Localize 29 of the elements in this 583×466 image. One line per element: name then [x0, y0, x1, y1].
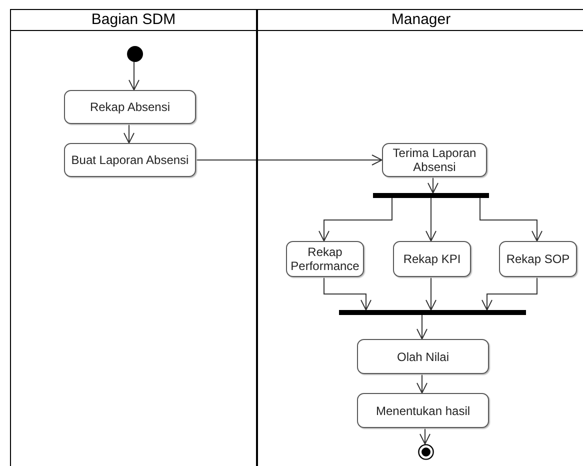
activity-box: Menentukan hasil: [357, 393, 489, 428]
arrow: [482, 276, 538, 310]
activity-box: Rekap SOP: [499, 241, 577, 277]
activity-box: Rekap KPI: [393, 241, 471, 277]
activity-box: Buat Laporan Absensi: [64, 143, 196, 177]
activity-box: Rekap Absensi: [64, 90, 196, 124]
end-node: [418, 444, 434, 460]
arrow: [426, 276, 436, 310]
arrow: [196, 154, 382, 166]
lane-title: Bagian SDM: [90, 10, 177, 30]
sync-bar: [373, 193, 489, 198]
activity-box: Rekap Performance: [286, 241, 364, 277]
swimlane: [10, 9, 257, 466]
arrow: [426, 198, 436, 242]
swimlane: [257, 9, 583, 466]
start-node: [127, 46, 143, 62]
arrow: [416, 314, 428, 340]
arrow: [480, 198, 542, 242]
activity-box: Olah Nilai: [357, 339, 489, 374]
arrow: [428, 176, 438, 194]
lane-title: Manager: [390, 10, 452, 30]
arrow: [324, 276, 372, 310]
arrow: [420, 428, 430, 444]
arrow: [128, 62, 140, 90]
sync-bar: [339, 310, 526, 315]
arrow: [318, 198, 392, 242]
activity-box: Terima Laporan Absensi: [382, 143, 487, 177]
arrow: [124, 124, 134, 144]
arrow: [416, 374, 428, 394]
